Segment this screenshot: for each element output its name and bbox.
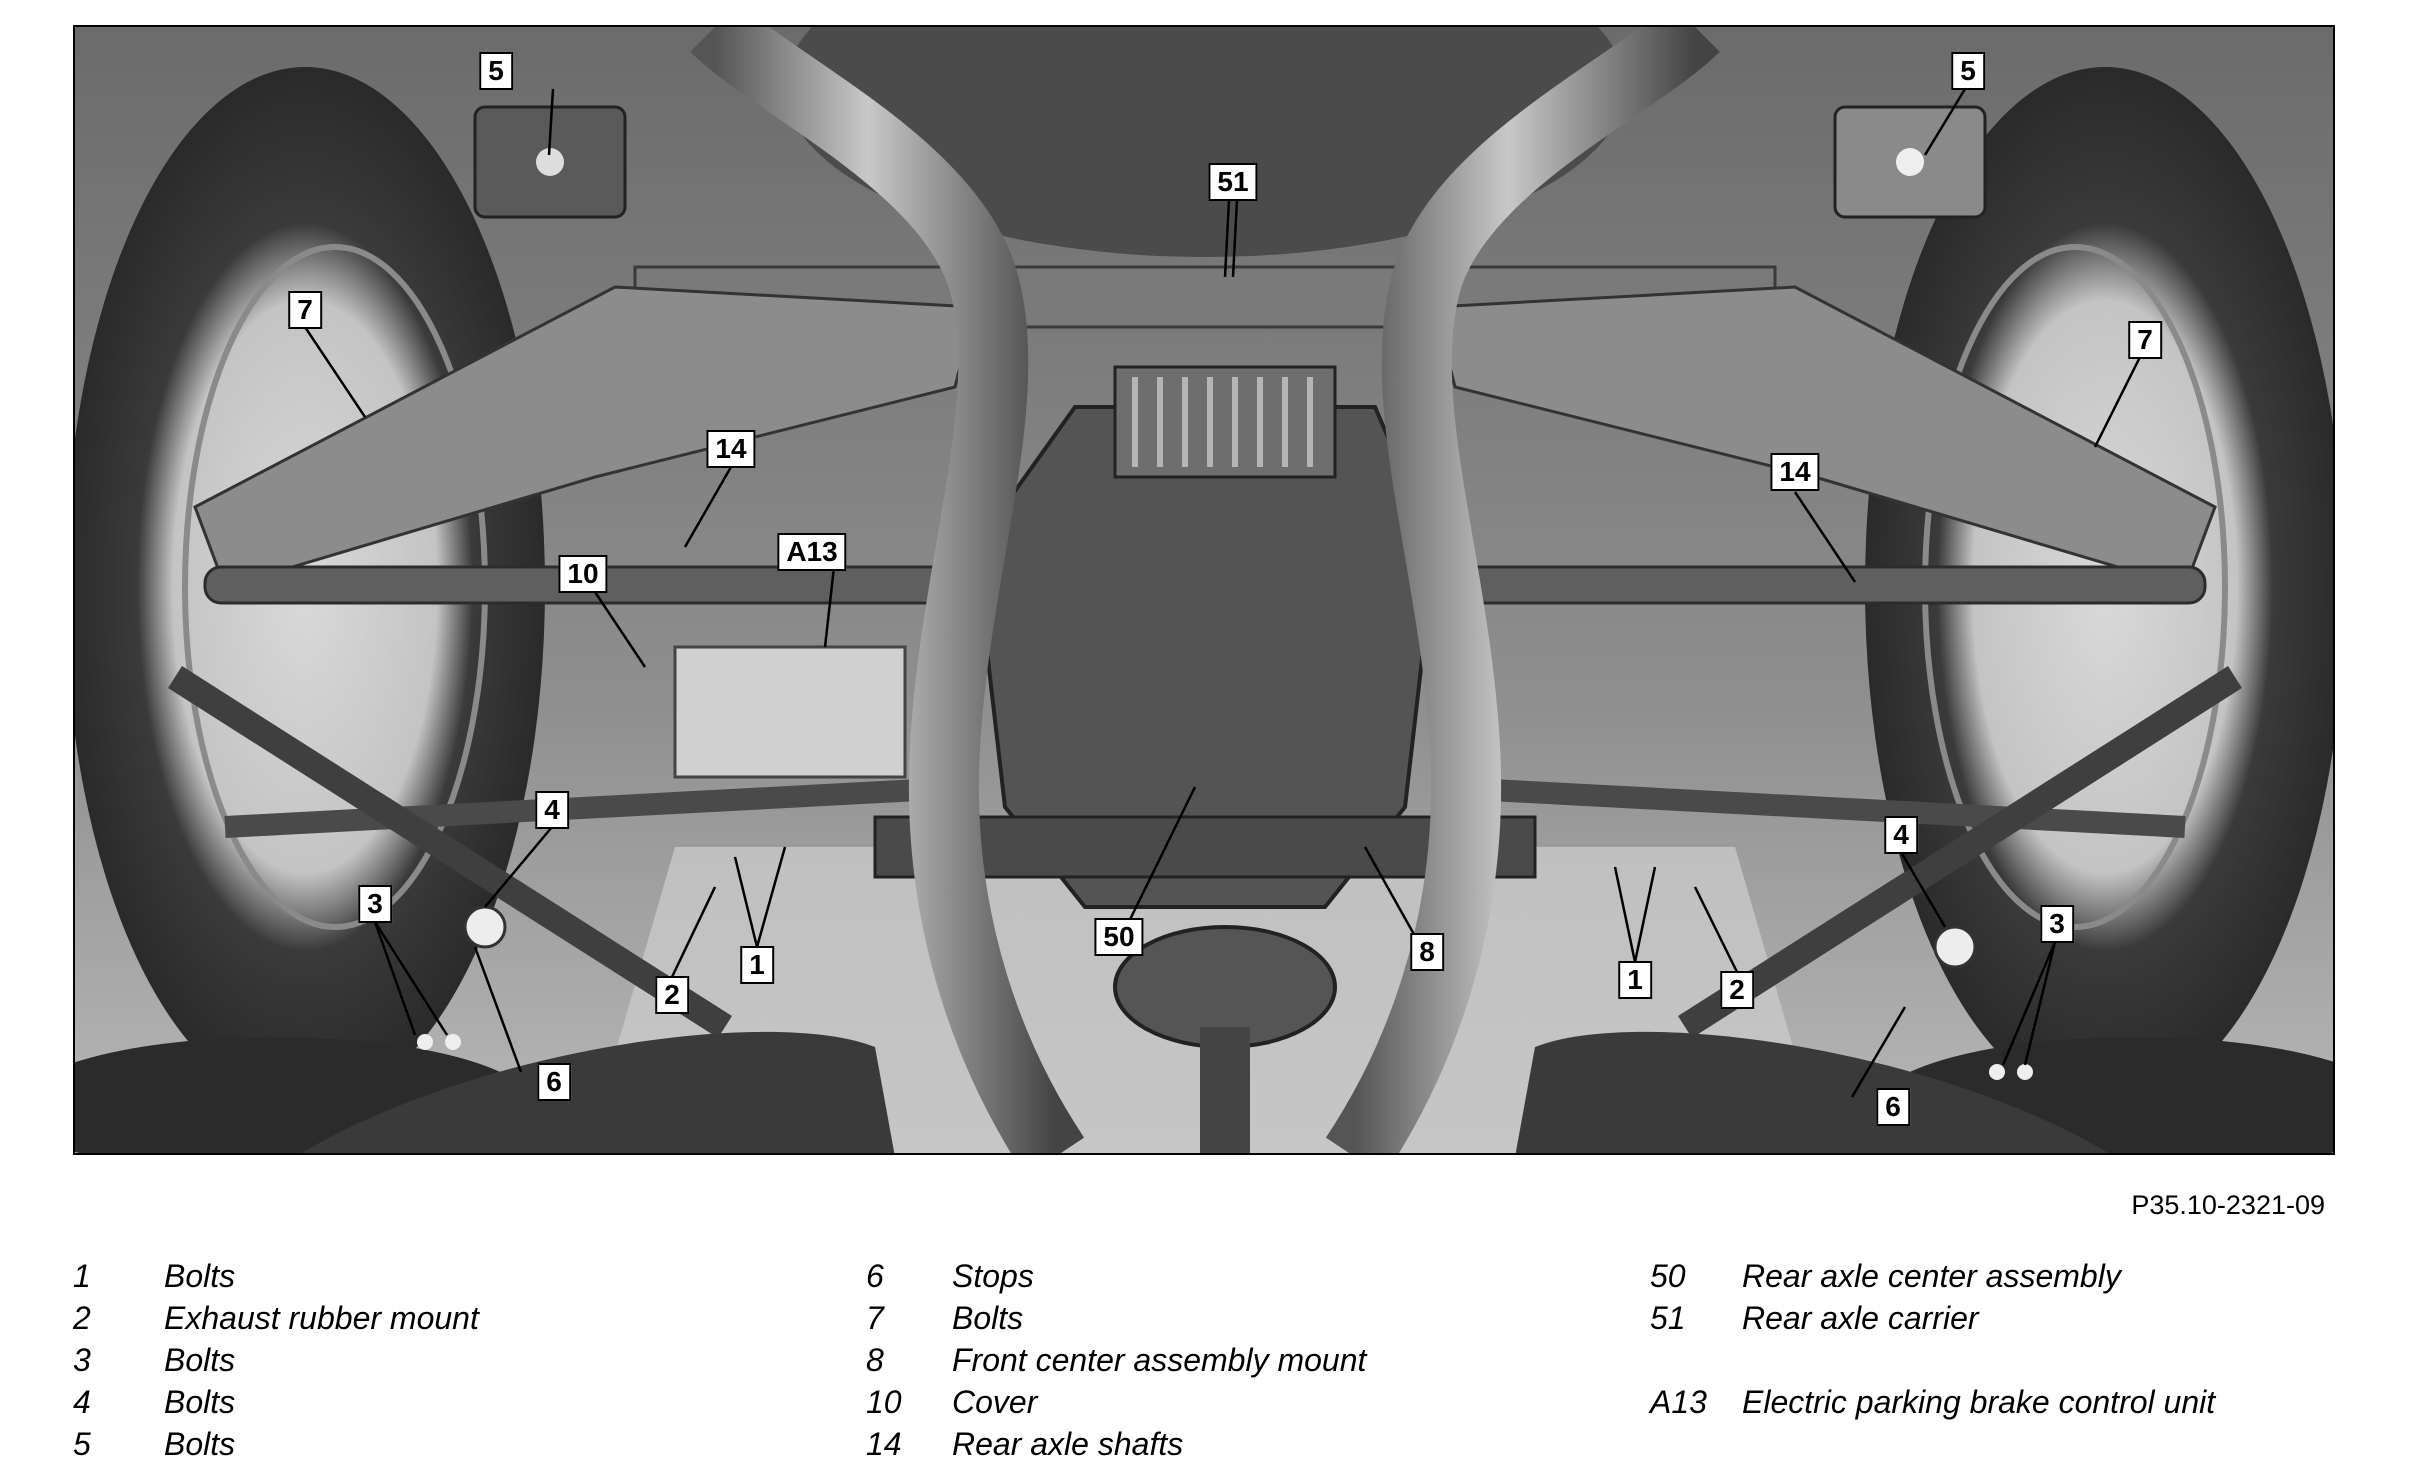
callout-3-right: 3: [2040, 905, 2074, 943]
legend-number: 7: [866, 1300, 884, 1336]
legend-text: Rear axle carrier: [1742, 1300, 1979, 1336]
callout-4-right: 4: [1884, 816, 1918, 854]
callout-6-left: 6: [537, 1063, 571, 1101]
callout-14-right: 14: [1770, 453, 1820, 491]
callout-2-left: 2: [655, 976, 689, 1014]
callout-a13: A13: [777, 533, 847, 571]
callout-8: 8: [1410, 933, 1444, 971]
callout-4-left: 4: [535, 791, 569, 829]
legend-text: Bolts: [164, 1342, 236, 1378]
legend-text: Front center assembly mount: [952, 1342, 1367, 1378]
legend-text: Electric parking brake control unit: [1742, 1384, 2216, 1420]
callout-7-right: 7: [2128, 321, 2162, 359]
callout-2-right: 2: [1720, 971, 1754, 1009]
parking-brake-control-unit: [673, 645, 907, 779]
legend-number: 51: [1650, 1300, 1686, 1336]
callout-leaders: [303, 88, 2147, 1098]
callout-6-right: 6: [1876, 1088, 1910, 1126]
callout-1-left: 1: [740, 946, 774, 984]
legend-number: A13: [1650, 1384, 1707, 1420]
legend-number: 14: [866, 1426, 902, 1462]
callout-10: 10: [558, 555, 608, 593]
legend-text: Bolts: [952, 1300, 1024, 1336]
callout-5-right: 5: [1951, 52, 1985, 90]
fuel-tank: [785, 27, 1625, 257]
underbody-illustration: [75, 27, 2333, 1153]
legend-number: 8: [866, 1342, 884, 1378]
callout-7-left: 7: [288, 291, 322, 329]
callout-14-left: 14: [706, 430, 756, 468]
callout-51: 51: [1208, 163, 1258, 201]
legend-number: 3: [73, 1342, 91, 1378]
legend-text: Bolts: [164, 1384, 236, 1420]
legend-number: 10: [866, 1384, 902, 1420]
legend-text: Cover: [952, 1384, 1038, 1420]
legend-text: Exhaust rubber mount: [164, 1300, 479, 1336]
legend-number: 1: [73, 1258, 91, 1294]
underbody-photo: 5 5 51 7 7 14 14 A13 10 4 4 3 3 2 2 1 1 …: [73, 25, 2335, 1155]
callout-50: 50: [1094, 918, 1144, 956]
legend-number: 50: [1650, 1258, 1686, 1294]
legend-number: 4: [73, 1384, 91, 1420]
callout-1-right: 1: [1618, 961, 1652, 999]
right-exhaust-pipe: [1325, 27, 1720, 1153]
legend-number: 6: [866, 1258, 884, 1294]
callout-5-left: 5: [479, 52, 513, 90]
figure-reference: P35.10-2321-09: [2131, 1190, 2325, 1220]
legend-number: 5: [73, 1426, 91, 1462]
legend-number: 2: [73, 1300, 91, 1336]
legend-text: Rear axle shafts: [952, 1426, 1184, 1462]
legend-text: Stops: [952, 1258, 1034, 1294]
legend-text: Bolts: [164, 1426, 236, 1462]
legend-text: Rear axle center assembly: [1742, 1258, 2121, 1294]
left-exhaust-pipe: [690, 27, 1085, 1153]
callout-3-left: 3: [358, 885, 392, 923]
legend-text: Bolts: [164, 1258, 236, 1294]
